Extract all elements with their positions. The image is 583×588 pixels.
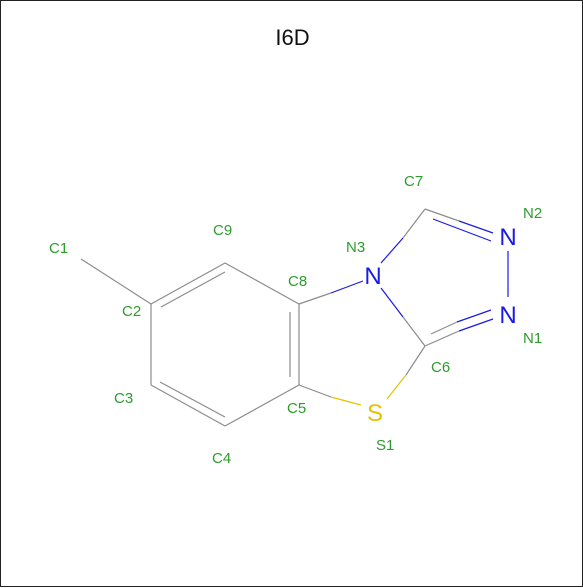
label-c5: C5 bbox=[287, 400, 306, 417]
bond-n3-c6-b bbox=[402, 316, 426, 347]
bond-n1-c6-inner-b bbox=[430, 321, 458, 335]
label-c9: C9 bbox=[213, 222, 232, 239]
bond-c3-c4 bbox=[150, 384, 226, 427]
atom-s1-symbol: S bbox=[367, 400, 383, 427]
bond-s1-c6-a bbox=[386, 374, 407, 400]
bond-n1-c6-a bbox=[458, 318, 494, 332]
bond-c1-c2 bbox=[80, 258, 152, 305]
bond-n1-c6-b bbox=[424, 330, 460, 347]
bond-c8-n3-a bbox=[298, 292, 332, 305]
bond-n1-c6-inner-a bbox=[456, 309, 492, 323]
bond-c2-c9-inner bbox=[160, 271, 226, 308]
bond-c3-c4-inner bbox=[159, 381, 226, 418]
bond-s1-c6-b bbox=[405, 345, 426, 376]
label-c6: C6 bbox=[431, 359, 450, 376]
bond-c4-c5 bbox=[224, 384, 300, 427]
label-n1: N1 bbox=[523, 330, 542, 347]
label-c4: C4 bbox=[212, 450, 231, 467]
atom-n2-symbol: N bbox=[499, 224, 516, 251]
bond-c7-n2-a bbox=[424, 208, 460, 222]
bond-c2-c9 bbox=[150, 262, 226, 305]
bond-n3-c6-a bbox=[380, 287, 404, 318]
bond-c5-s1-b bbox=[330, 396, 362, 406]
bond-n3-c7-b bbox=[402, 208, 426, 239]
bond-c7-n2-inner bbox=[432, 218, 492, 242]
label-c7: C7 bbox=[404, 173, 423, 190]
bond-c8-c9 bbox=[224, 262, 300, 305]
bond-n3-c7-a bbox=[380, 237, 404, 264]
label-c2: C2 bbox=[122, 303, 141, 320]
label-n3: N3 bbox=[346, 239, 365, 256]
label-c8: C8 bbox=[288, 273, 307, 290]
bond-c5-s1-a bbox=[298, 384, 332, 398]
label-s1: S1 bbox=[376, 437, 394, 454]
atom-n1-symbol: N bbox=[499, 302, 516, 329]
bond-c7-n2-b bbox=[458, 220, 494, 234]
atom-n3-symbol: N bbox=[364, 263, 381, 290]
bond-c8-n3-b bbox=[330, 280, 364, 294]
label-n2: N2 bbox=[523, 205, 542, 222]
label-c1: C1 bbox=[49, 240, 68, 257]
label-c3: C3 bbox=[114, 390, 133, 407]
molecule-title: I6D bbox=[275, 25, 310, 50]
